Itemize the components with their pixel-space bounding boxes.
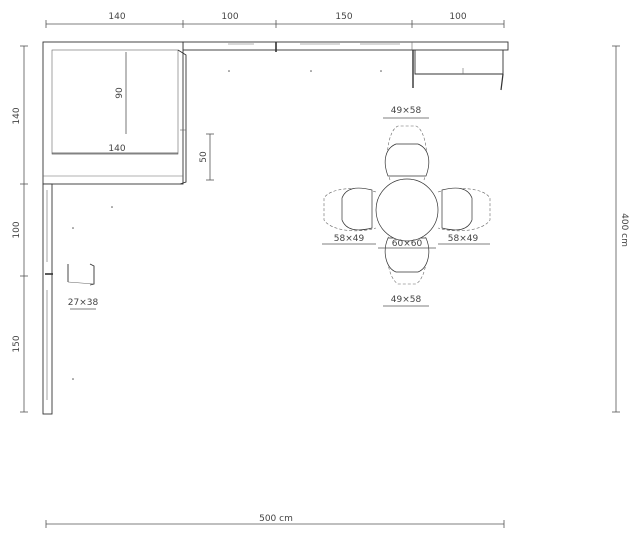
dim-chair-left: 58×49 — [334, 234, 365, 244]
counter-depth-dimension: 50 — [199, 133, 214, 181]
small-appliance: 27×38 — [67, 263, 99, 310]
dim-bottom-total: 500 cm — [259, 514, 293, 524]
chair-bottom — [384, 231, 430, 285]
dim-left-2: 100 — [12, 221, 22, 238]
chair-top — [384, 125, 430, 181]
dim-small-item: 27×38 — [68, 298, 99, 308]
chair-right — [437, 187, 491, 232]
dim-chair-top: 49×58 — [391, 106, 422, 116]
dim-right-total: 400 cm — [619, 213, 629, 247]
dim-left-1: 140 — [12, 107, 22, 124]
dim-top-3: 150 — [335, 12, 352, 22]
top-dimension-chain: 140 100 150 100 — [45, 12, 505, 28]
dim-chair-bottom: 49×58 — [391, 295, 422, 305]
dining-table — [375, 178, 439, 242]
left-counter-run — [42, 183, 53, 415]
dim-corner-width: 140 — [108, 144, 125, 154]
corner-unit: 90 140 — [42, 41, 187, 185]
left-dimension-chain: 140 100 150 — [12, 45, 28, 413]
dim-table: 60×60 — [392, 239, 423, 249]
dim-chair-right: 58×49 — [448, 234, 479, 244]
plan-markers — [72, 70, 382, 380]
dim-top-1: 140 — [108, 12, 125, 22]
right-base-unit — [412, 50, 504, 91]
bottom-total-dimension: 500 cm — [45, 514, 505, 528]
dim-top-2: 100 — [221, 12, 238, 22]
dim-top-4: 100 — [449, 12, 466, 22]
dining-set: 49×58 49×58 58×49 58×49 60×60 — [322, 106, 491, 307]
chair-left — [323, 187, 377, 232]
right-total-dimension: 400 cm — [612, 45, 629, 413]
dim-left-3: 150 — [12, 335, 22, 352]
dim-corner-depth: 90 — [115, 87, 125, 99]
dim-counter-depth: 50 — [199, 151, 209, 163]
top-counter-run — [182, 41, 509, 52]
